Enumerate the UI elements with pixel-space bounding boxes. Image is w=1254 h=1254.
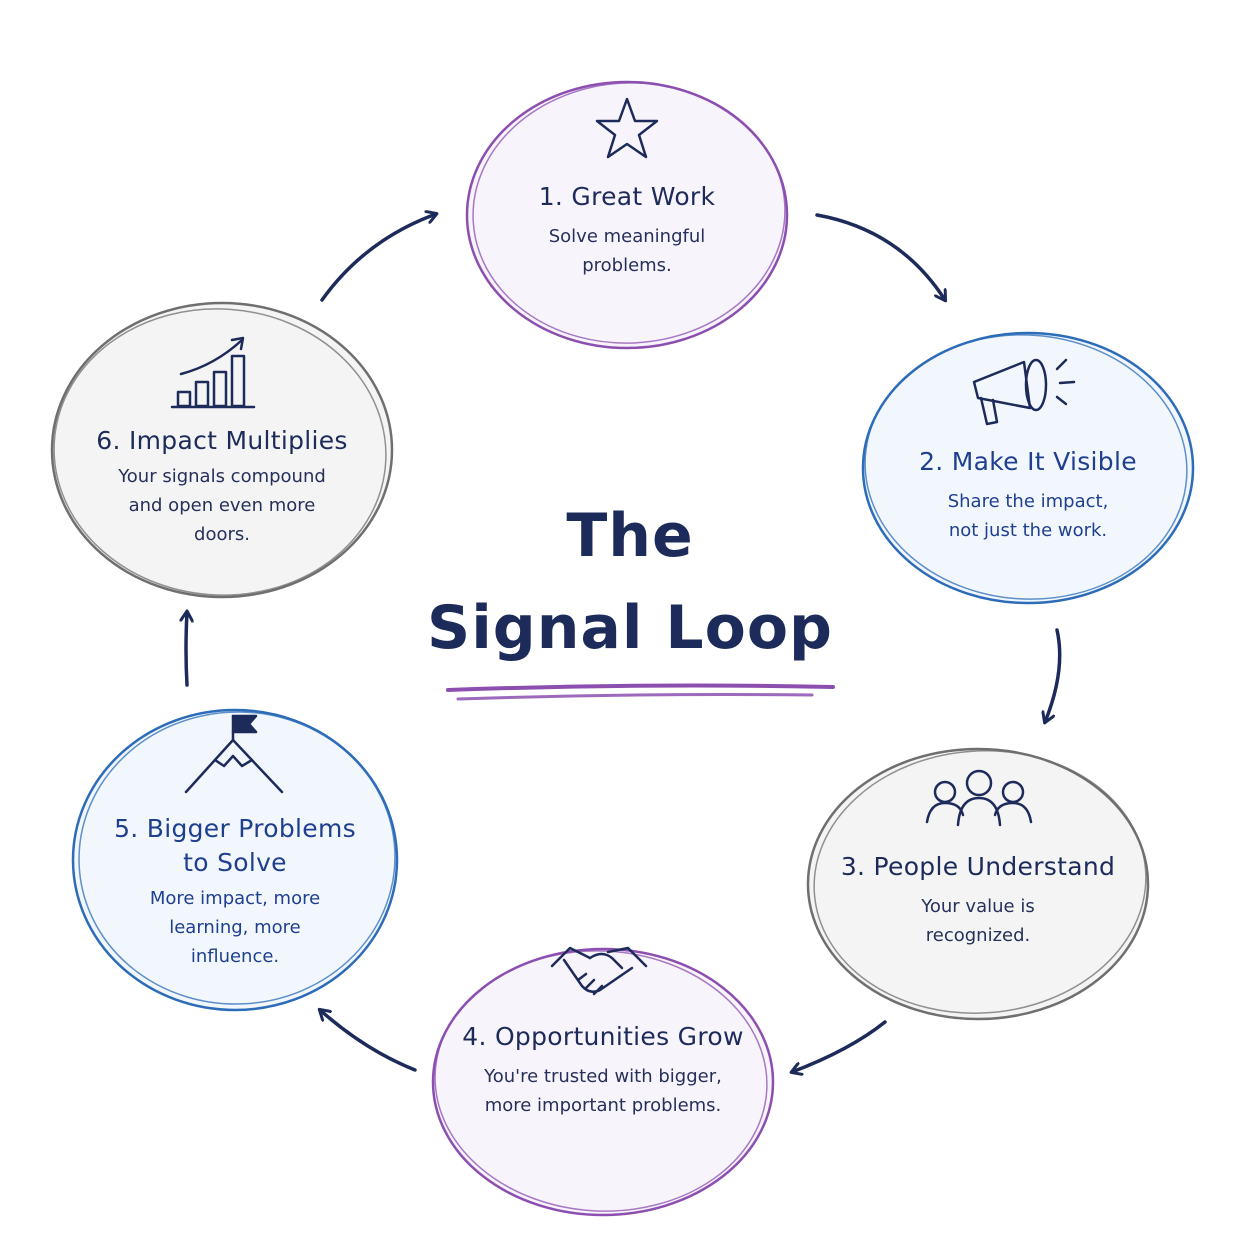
title-underline [446,683,835,701]
node-6-text: 6. Impact Multiplies Your signals compou… [72,424,372,549]
arrow-4-to-5 [320,1010,417,1072]
node-3-desc-line: recognized. [925,925,1031,946]
node-4-title: 4. Opportunities Grow [462,1022,744,1051]
node-circle-1 [465,80,789,350]
node-2-desc: Share the impact, not just the work. [888,487,1168,545]
handshake-icon [550,946,648,996]
node-4-text: 4. Opportunities Grow You're trusted wit… [443,1020,763,1120]
node-6-desc-line: Your signals compound [118,466,326,487]
node-5-title-line: to Solve [183,848,287,877]
node-2-text: 2. Make It Visible Share the impact, not… [888,445,1168,545]
title-line-1: The [566,501,694,571]
megaphone-icon [972,358,1076,426]
star-icon [595,97,659,159]
node-6-title: 6. Impact Multiplies [96,426,348,455]
node-circle-2 [861,331,1195,605]
node-circle-3 [806,747,1150,1021]
node-3-title: 3. People Understand [840,852,1116,881]
node-3-desc-line: Your value is [921,896,1035,917]
node-4-desc: You're trusted with bigger, more importa… [443,1062,763,1120]
node-6-desc-line: and open even more [128,495,316,516]
arrow-5-to-6 [186,612,187,687]
arrow-3-to-4 [792,1020,887,1072]
node-6-desc: Your signals compound and open even more… [72,462,372,549]
node-5-title: 5. Bigger Problems to Solve [90,812,380,880]
arrow-1-to-2 [815,213,945,300]
node-5-desc-line: More impact, more [149,888,321,909]
node-3-text: 3. People Understand Your value is recog… [828,850,1128,950]
node-2-desc-line: not just the work. [948,520,1108,541]
node-1-desc-line: problems. [582,255,672,276]
node-6-desc-line: doors. [194,524,250,545]
node-5-desc-line: influence. [190,946,280,967]
growth-chart-icon [170,336,256,409]
node-1-text: 1. Great Work Solve meaningful problems. [497,180,757,280]
node-4-desc-line: more important problems. [484,1095,722,1116]
node-circle-4 [431,947,775,1217]
node-1-desc-line: Solve meaningful [548,226,706,247]
arrow-6-to-1 [320,214,436,302]
node-1-desc: Solve meaningful problems. [497,222,757,280]
diagram-title: The Signal Loop [400,490,860,674]
node-circle-5 [71,708,399,1012]
people-icon [925,769,1033,827]
mountain-flag-icon [184,714,284,794]
node-5-text: 5. Bigger Problems to Solve More impact,… [90,812,380,971]
title-line-2: Signal Loop [426,593,833,663]
node-5-desc-line: learning, more [169,917,301,938]
node-circle-6 [50,301,394,599]
node-2-desc-line: Share the impact, [947,491,1109,512]
node-5-desc: More impact, more learning, more influen… [90,884,380,971]
node-3-desc: Your value is recognized. [828,892,1128,950]
node-5-title-line: 5. Bigger Problems [114,814,356,843]
node-4-desc-line: You're trusted with bigger, [484,1066,722,1087]
arrow-2-to-3 [1045,628,1062,722]
node-1-title: 1. Great Work [538,182,716,211]
node-2-title: 2. Make It Visible [919,447,1137,476]
